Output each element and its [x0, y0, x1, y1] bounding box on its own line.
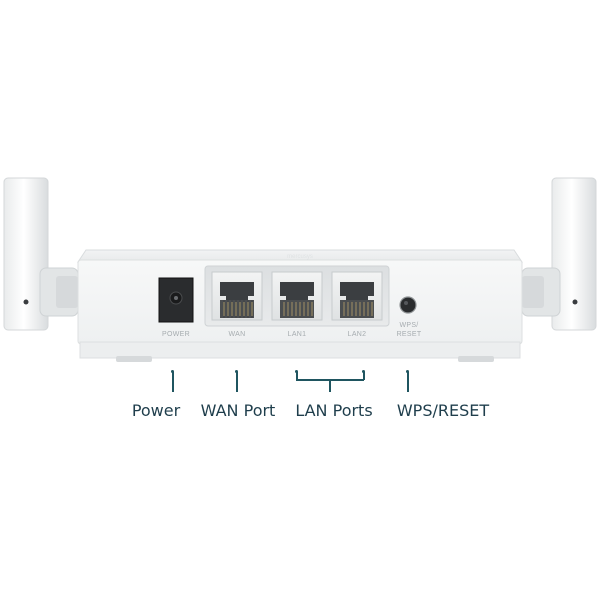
power-callout-dot	[171, 370, 174, 373]
lan1-port-label: LAN1	[288, 331, 307, 338]
lan1-port	[271, 271, 323, 321]
wan-callout-line	[236, 372, 238, 392]
power-callout-label: Power	[131, 401, 181, 420]
wps-reset-button	[399, 296, 417, 314]
lan-callout-line	[329, 380, 331, 392]
lan2-port-label: LAN2	[348, 331, 367, 338]
antenna-screw-icon	[23, 299, 29, 305]
wps-callout-label: WPS/RESET	[396, 401, 490, 420]
antenna-screw-icon	[572, 299, 578, 305]
lan-bracket-right-dot	[362, 370, 365, 373]
lan2-port	[331, 271, 383, 321]
lan-bracket-left	[296, 372, 298, 380]
wps-port-label-line2: RESET	[397, 331, 422, 338]
left-antenna	[3, 177, 79, 331]
wan-callout-label: WAN Port	[200, 401, 276, 420]
right-antenna	[521, 177, 597, 331]
wps-port-label-line1: WPS/	[399, 322, 418, 329]
wps-callout-line	[407, 372, 409, 392]
brand-mark: mercusys	[287, 254, 313, 260]
wan-port-label: WAN	[229, 331, 246, 338]
wan-port	[211, 271, 263, 321]
wan-callout-dot	[235, 370, 238, 373]
power-callout-line	[172, 372, 174, 392]
wps-callout-dot	[406, 370, 409, 373]
lan-callout-label: LAN Ports	[295, 401, 373, 420]
lan-bracket-right	[363, 372, 365, 380]
lan-bracket-bar	[296, 379, 364, 381]
power-port-label: POWER	[162, 331, 190, 338]
lan-bracket-left-dot	[295, 370, 298, 373]
power-jack	[158, 277, 194, 323]
